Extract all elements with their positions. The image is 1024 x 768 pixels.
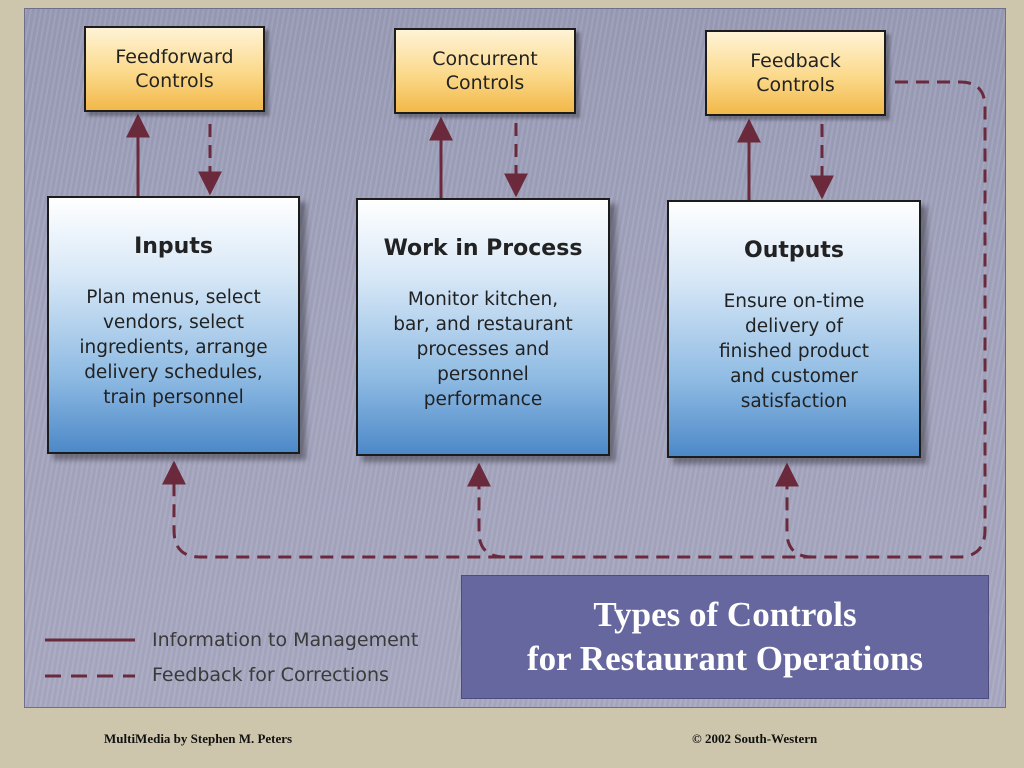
stage-description: Plan menus, select vendors, select ingre…: [79, 287, 268, 408]
stage-title: Inputs: [134, 234, 213, 259]
legend-solid-label: Information to Management: [152, 629, 419, 651]
inputs-stage-box: Inputs Plan menus, select vendors, selec…: [47, 196, 300, 454]
feedback-branch-process: [467, 462, 506, 559]
feedback-loop-path: [162, 80, 987, 559]
stage-description: Ensure on-time delivery of finished prod…: [718, 291, 870, 412]
control-label-line2: Controls: [135, 70, 214, 92]
slide-title-box: Types of Controls for Restaurant Operati…: [461, 575, 989, 699]
footer-credit: MultiMedia by Stephen M. Peters: [104, 731, 293, 746]
control-label-line1: Concurrent: [432, 48, 538, 70]
footer-copyright: © 2002 South-Western: [692, 731, 818, 746]
feedback-branch-outputs: [775, 462, 814, 559]
stage-description: Monitor kitchen, bar, and restaurant pro…: [393, 289, 573, 410]
slide-title-line1: Types of Controls: [593, 595, 857, 634]
stage-title: Work in Process: [383, 236, 583, 261]
control-label-line2: Controls: [756, 74, 835, 96]
control-label-line1: Feedback: [750, 50, 841, 72]
control-label-line2: Controls: [445, 72, 525, 94]
work-in-process-stage-box: Work in Process Monitor kitchen, bar, an…: [356, 198, 610, 456]
slide-title-line2: for Restaurant Operations: [527, 639, 923, 678]
stage-title: Outputs: [744, 238, 844, 263]
outputs-stage-box: Outputs Ensure on-time delivery of finis…: [667, 200, 921, 458]
legend-dashed-label: Feedback for Corrections: [152, 664, 389, 686]
control-label-line1: Feedforward: [115, 46, 234, 68]
